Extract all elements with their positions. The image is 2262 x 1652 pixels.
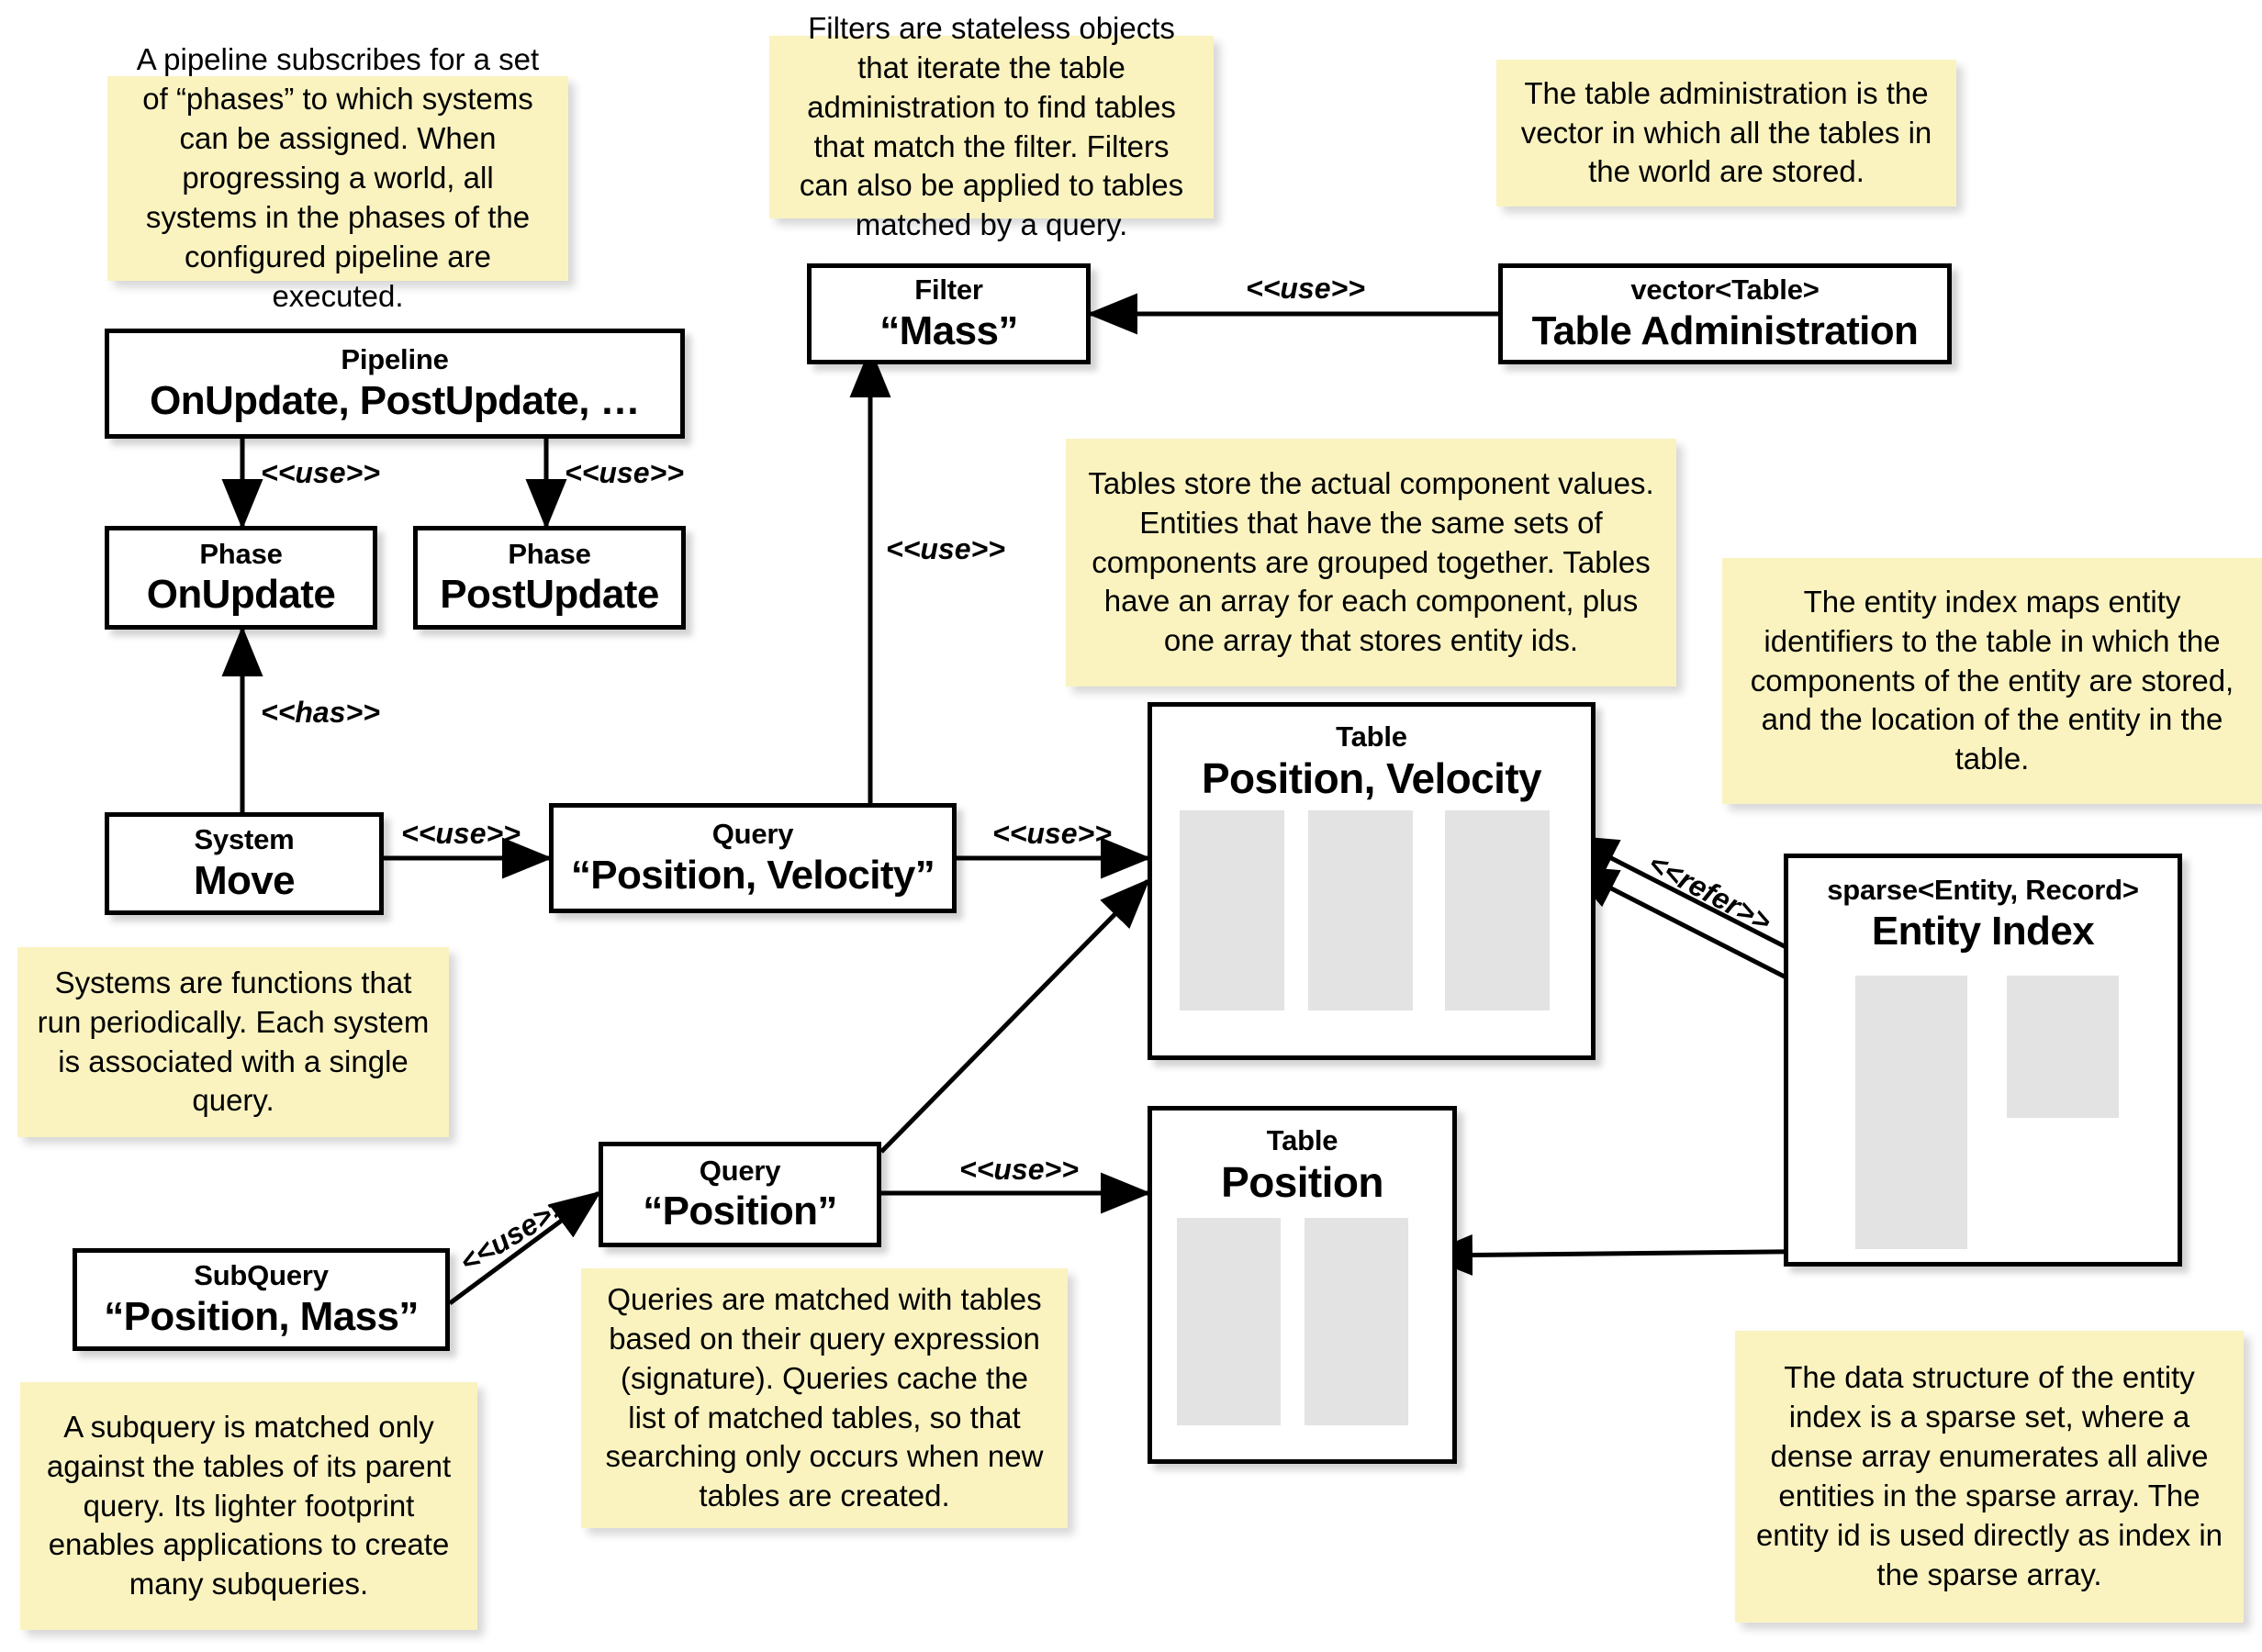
box-subquery-position-mass[interactable]: SubQuery “Position, Mass” — [73, 1248, 450, 1351]
edge-label-pipeline-to-postupdate: <<use>> — [565, 456, 684, 489]
note-sparse-set: The data structure of the entity index i… — [1735, 1331, 2244, 1623]
note-system: Systems are functions that run periodica… — [17, 947, 449, 1137]
edge-label-index-refers-table: <<refer>> — [1642, 846, 1777, 939]
edge-label-admin-uses-filter: <<use>> — [1246, 272, 1365, 305]
box-phase-postupdate-name: PostUpdate — [440, 572, 659, 618]
box-table-administration-stereotype: vector<Table> — [1630, 273, 1820, 306]
edge-label-pipeline-to-onupdate: <<use>> — [261, 456, 380, 489]
box-pipeline-name: OnUpdate, PostUpdate, … — [150, 377, 640, 423]
edge-label-query-uses-table: <<use>> — [992, 817, 1112, 850]
box-filter-mass-name: “Mass” — [879, 307, 1018, 353]
box-phase-onupdate-name: OnUpdate — [146, 572, 336, 618]
box-pipeline[interactable]: Pipeline OnUpdate, PostUpdate, … — [105, 329, 685, 439]
note-filter-text: Filters are stateless objects that itera… — [799, 10, 1184, 242]
edge-label-system-has-phase: <<has>> — [261, 696, 380, 729]
box-phase-onupdate[interactable]: Phase OnUpdate — [105, 526, 377, 630]
table-position-column-array-1 — [1177, 1218, 1281, 1425]
box-system-move[interactable]: System Move — [105, 812, 384, 915]
box-filter-mass-stereotype: Filter — [914, 273, 983, 306]
note-query: Queries are matched with tables based on… — [581, 1268, 1068, 1528]
arrow-query-position-to-table-pv — [879, 878, 1150, 1154]
box-query-position-velocity[interactable]: Query “Position, Velocity” — [549, 803, 957, 913]
note-table-administration: The table administration is the vector i… — [1496, 60, 1956, 206]
box-query-position[interactable]: Query “Position” — [599, 1142, 881, 1247]
box-entity-index-stereotype: sparse<Entity, Record> — [1827, 874, 2139, 906]
note-table-text: Tables store the actual component values… — [1088, 465, 1654, 658]
box-table-position-name: Position — [1221, 1157, 1383, 1206]
box-table-administration-name: Table Administration — [1531, 307, 1919, 353]
box-subquery-position-mass-name: “Position, Mass” — [104, 1293, 419, 1339]
table-pv-column-array-3 — [1445, 810, 1550, 1010]
box-query-position-stereotype: Query — [699, 1154, 781, 1187]
entity-index-dense-array — [1855, 976, 1967, 1249]
note-table-administration-text: The table administration is the vector i… — [1520, 75, 1932, 189]
box-query-position-name: “Position” — [643, 1189, 837, 1234]
note-system-text: Systems are functions that run periodica… — [37, 965, 430, 1118]
box-system-move-name: Move — [193, 857, 296, 903]
box-subquery-position-mass-stereotype: SubQuery — [194, 1259, 329, 1291]
box-query-position-velocity-name: “Position, Velocity” — [570, 852, 935, 898]
table-pv-column-array-2 — [1308, 810, 1413, 1010]
note-pipeline: A pipeline subscribes for a set of “phas… — [107, 42, 568, 313]
table-pv-column-array-1 — [1180, 810, 1284, 1010]
box-system-move-stereotype: System — [194, 823, 295, 855]
box-table-position-velocity-stereotype: Table — [1336, 720, 1407, 753]
box-pipeline-stereotype: Pipeline — [341, 343, 449, 375]
box-table-administration[interactable]: vector<Table> Table Administration — [1498, 263, 1952, 364]
note-subquery-text: A subquery is matched only against the t… — [46, 1409, 452, 1602]
edge-label-subquery-uses-query: <<use>> — [454, 1189, 574, 1279]
note-query-text: Queries are matched with tables based on… — [605, 1281, 1044, 1513]
note-table: Tables store the actual component values… — [1066, 439, 1676, 686]
note-subquery: A subquery is matched only against the t… — [20, 1382, 477, 1630]
box-phase-postupdate-stereotype: Phase — [508, 537, 591, 570]
box-table-position-stereotype: Table — [1266, 1124, 1338, 1156]
note-pipeline-text: A pipeline subscribes for a set of “phas… — [136, 42, 540, 313]
box-entity-index[interactable]: sparse<Entity, Record> Entity Index — [1784, 854, 2182, 1267]
box-phase-onupdate-stereotype: Phase — [199, 537, 283, 570]
note-sparse-set-text: The data structure of the entity index i… — [1755, 1360, 2223, 1591]
note-entity-index-text: The entity index maps entity identifiers… — [1750, 584, 2234, 776]
box-table-position-velocity-name: Position, Velocity — [1201, 753, 1542, 802]
entity-index-sparse-array — [2007, 976, 2119, 1118]
edge-label-query-position-uses-table: <<use>> — [959, 1153, 1079, 1186]
edge-label-system-uses-query: <<use>> — [401, 817, 521, 850]
note-filter: Filters are stateless objects that itera… — [769, 11, 1214, 241]
box-filter-mass[interactable]: Filter “Mass” — [807, 263, 1091, 364]
box-phase-postupdate[interactable]: Phase PostUpdate — [413, 526, 686, 630]
box-entity-index-name: Entity Index — [1871, 908, 2095, 954]
note-entity-index: The entity index maps entity identifiers… — [1722, 558, 2262, 804]
table-position-column-array-2 — [1305, 1218, 1408, 1425]
edge-label-query-uses-filter: <<use>> — [886, 532, 1005, 565]
box-query-position-velocity-stereotype: Query — [711, 818, 794, 850]
